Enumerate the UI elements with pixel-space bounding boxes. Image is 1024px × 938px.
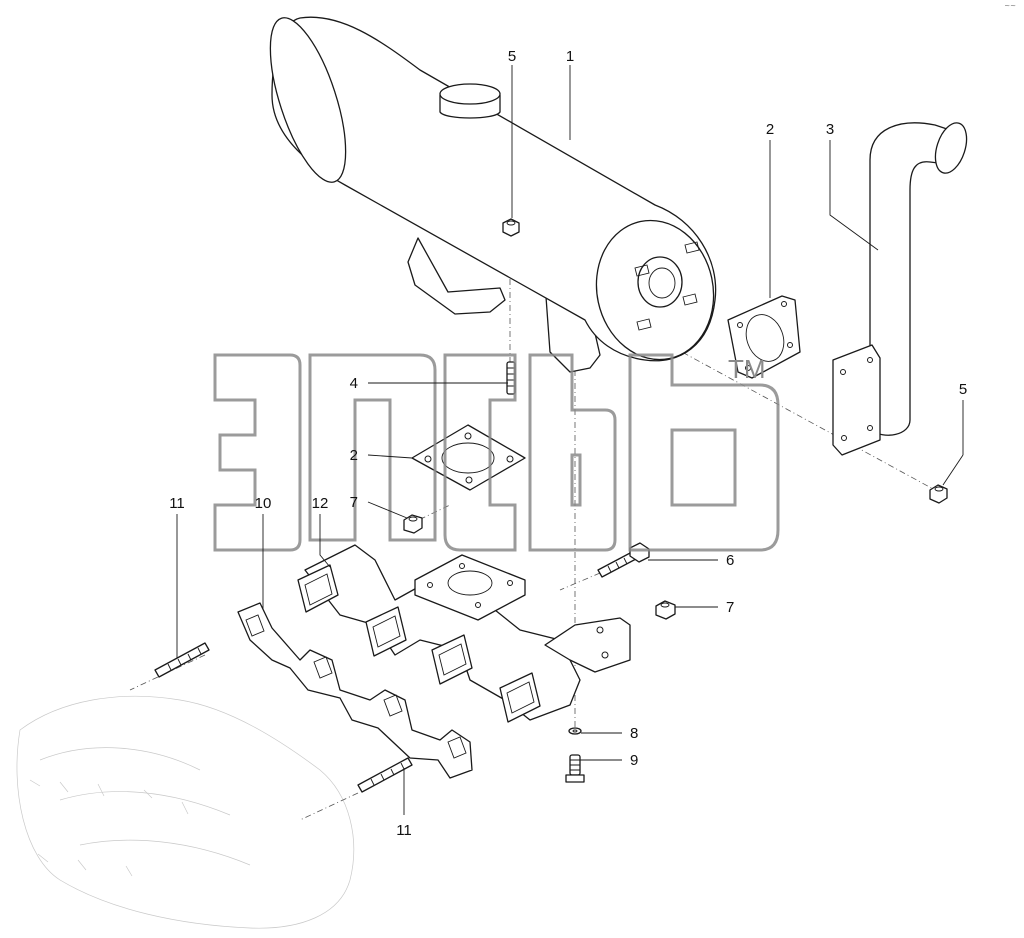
exhaust-manifold-part-12 [297, 544, 631, 723]
stud-part-11-lower [357, 757, 413, 793]
callout-5-right: 5 [959, 381, 967, 398]
bolt-part-6 [597, 542, 650, 578]
callout-5-top: 5 [508, 48, 516, 65]
callout-6: 6 [726, 552, 734, 569]
callout-8: 8 [630, 725, 638, 742]
stud-part-11-upper [154, 642, 210, 678]
gasket-part-2-centre [411, 424, 526, 491]
callout-9: 9 [630, 752, 638, 769]
watermark-trademark: TM [728, 354, 766, 384]
muffler-part-1 [269, 16, 717, 373]
nut-part-5-right [929, 484, 948, 504]
watermark-logo: TM [213, 353, 780, 552]
engine-block-outline [16, 695, 355, 929]
nut-part-7-lower [655, 600, 676, 620]
exhaust-pipe-part-3 [832, 122, 968, 456]
corner-mark: ~~ [1004, 2, 1016, 10]
callout-4: 4 [350, 375, 358, 392]
callout-1: 1 [566, 48, 574, 65]
callout-2-upper: 2 [766, 121, 774, 138]
callout-7-upper: 7 [350, 494, 358, 511]
callout-3: 3 [826, 121, 834, 138]
washer-part-8 [568, 727, 582, 735]
centerlines [129, 240, 936, 821]
callout-12: 12 [312, 495, 329, 512]
callout-2-centre: 2 [350, 447, 358, 464]
callouts: 1 2 3 5 4 2 5 7 11 10 12 6 [169, 48, 967, 839]
nut-part-7-upper [403, 514, 423, 534]
callout-7-lower: 7 [726, 599, 734, 616]
callout-11-lower: 11 [396, 822, 412, 839]
callout-10: 10 [255, 495, 272, 512]
manifold-gasket-part-10 [237, 602, 473, 779]
bolt-part-9 [565, 754, 585, 783]
gasket-part-2-upper [727, 295, 801, 379]
callout-11-upper: 11 [169, 495, 185, 512]
